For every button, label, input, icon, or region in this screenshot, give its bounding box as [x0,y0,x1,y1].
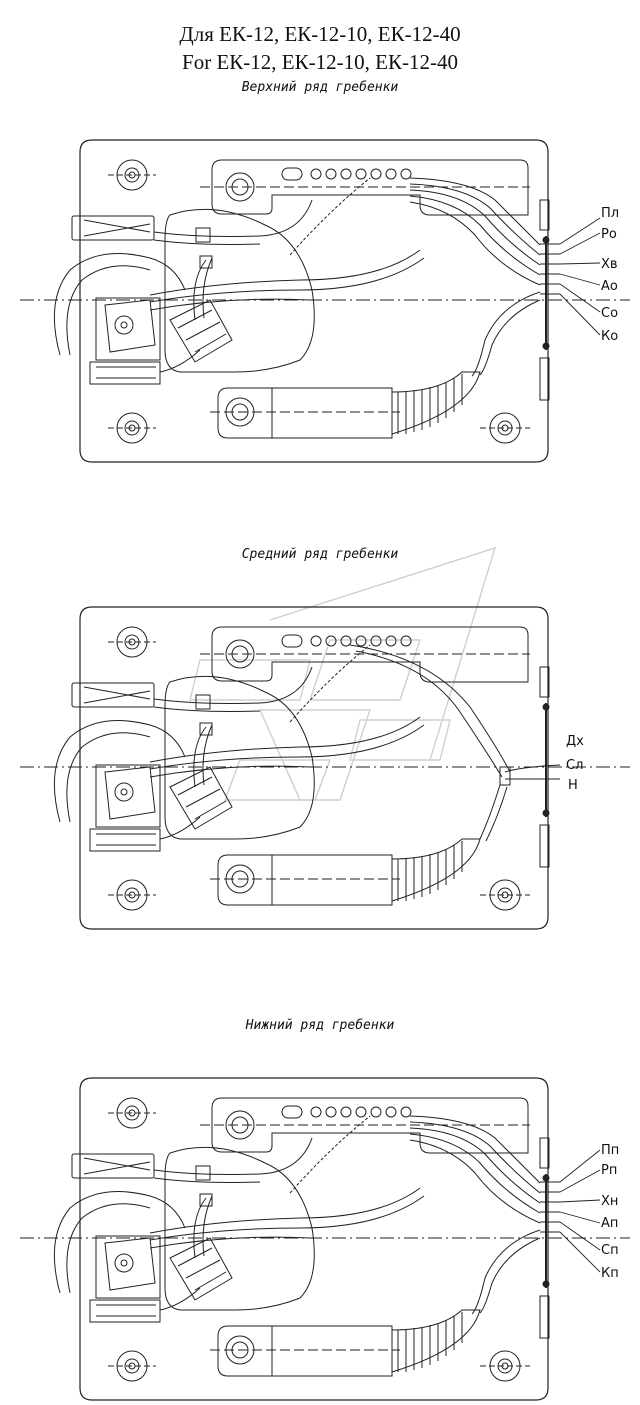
label-kp: Кп [601,1266,619,1281]
label-rp: Рп [601,1163,617,1178]
caption-bottom-row: Нижний ряд гребенки [245,1018,395,1033]
label-so: Со [601,306,618,321]
leaders-top [559,217,601,336]
leaders-bottom [559,1149,601,1273]
label-ro: Ро [601,227,617,242]
caption-top-row: Верхний ряд гребенки [241,80,399,95]
label-ao: Ао [601,279,618,294]
watermark-logo [189,546,497,801]
label-pp: Пп [601,1143,619,1158]
title-english: For ЕК-12, ЕК-12-10, ЕК-12-40 [182,50,458,74]
label-khn: Хн [601,1194,618,1209]
label-sp: Сп [601,1243,619,1258]
panel-bottom-row [19,1077,631,1401]
label-ap: Ап [601,1216,618,1231]
label-khv: Хв [601,257,618,272]
label-dkh: Дх [566,734,584,749]
title-russian: Для ЕК-12, ЕК-12-10, ЕК-12-40 [179,22,461,46]
label-sl: Сл [566,758,583,773]
label-ko: Ко [601,329,618,344]
label-n: Н [568,778,578,793]
caption-middle-row: Средний ряд гребенки [241,547,399,562]
label-pl: Пл [601,206,619,221]
panel-top-row [19,139,631,463]
